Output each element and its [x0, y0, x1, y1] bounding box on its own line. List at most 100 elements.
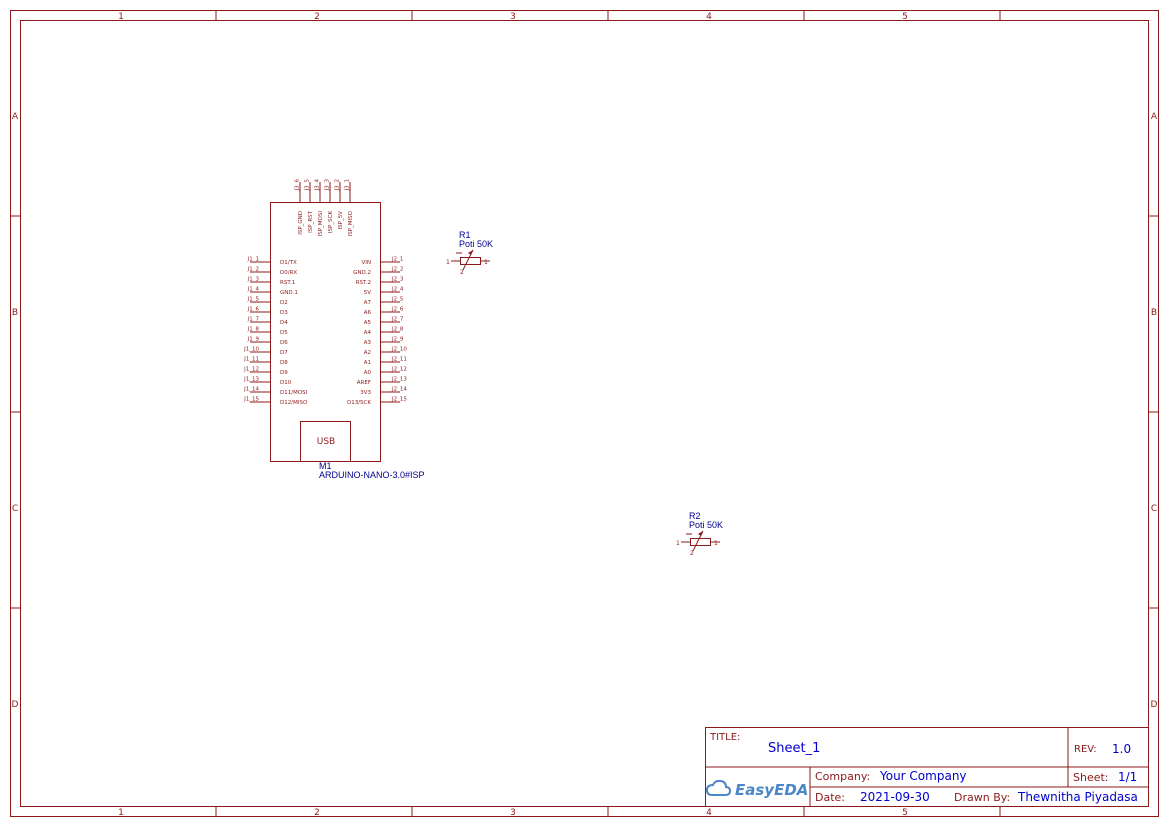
sheet-label: Sheet:	[1073, 771, 1109, 784]
right-pin-name: D13/SCK	[347, 400, 371, 406]
potentiometer-r2[interactable]: R2 Poti 50K 1 1 2	[676, 511, 723, 557]
right-pin-number: J2_11	[391, 357, 407, 363]
left-pin-name: D5	[280, 330, 288, 336]
r2-pin1-label: 1	[676, 540, 680, 547]
sheet-value: 1/1	[1118, 770, 1137, 784]
left-pin-number: J1_7	[247, 317, 260, 323]
left-pin-number: J1_13	[243, 377, 259, 383]
drawn-by-label: Drawn By:	[954, 791, 1010, 804]
right-pin-number: J2_10	[391, 347, 407, 353]
company-value: Your Company	[879, 769, 967, 783]
r2-pin2-label: 1	[714, 540, 718, 547]
right-pin-number: J2_6	[391, 307, 404, 313]
left-pin-number: J1_3	[247, 277, 260, 283]
left-pin-name: RST.1	[280, 280, 295, 286]
row-label-left-a: A	[12, 112, 19, 122]
row-label-right-a: A	[1151, 112, 1158, 122]
right-pin-number: J2_5	[391, 297, 404, 303]
outer-frame	[10, 10, 1159, 817]
right-pin-name: GND.2	[353, 270, 371, 276]
right-pin-number: J2_3	[391, 277, 404, 283]
company-label: Company:	[815, 770, 870, 783]
left-pin-number: J1_9	[247, 337, 260, 343]
left-pin-number: J1_10	[243, 347, 259, 353]
r1-pin3-label: 2	[460, 269, 464, 276]
r2-value: Poti 50K	[689, 520, 723, 530]
drawn-by-value: Thewnitha Piyadasa	[1017, 790, 1138, 804]
title-value: Sheet_1	[768, 741, 820, 756]
left-pin-name: D7	[280, 350, 288, 356]
rev-value: 1.0	[1112, 742, 1131, 756]
usb-connector	[300, 421, 351, 462]
left-pin-number: J1_8	[247, 327, 260, 333]
row-dividers	[11, 215, 1158, 609]
left-pin-name: D8	[280, 360, 288, 366]
top-pin-name: ISP_RST	[308, 210, 314, 232]
right-pin-number: J2_8	[391, 327, 404, 333]
col-label-bottom-4: 4	[706, 808, 712, 818]
left-pin-name: D0/RX	[280, 270, 297, 276]
r1-designator: R1	[459, 230, 471, 240]
col-label-bottom-3: 3	[510, 808, 516, 818]
title-block: TITLE: Sheet_1 REV: 1.0 EasyEDA Company:…	[705, 727, 1149, 807]
col-label-top-2: 2	[314, 12, 320, 22]
easyeda-logo-text: EasyEDA	[735, 781, 808, 799]
right-pin-name: A4	[364, 330, 372, 336]
left-pin-name: D2	[280, 300, 288, 306]
top-pin-number: J3_6	[295, 179, 301, 192]
r1-pin1-label: 1	[446, 259, 450, 266]
left-pin-number: J1_2	[247, 267, 259, 273]
right-pin-number: J2_1	[391, 257, 403, 263]
left-pin-name: D10	[280, 380, 292, 386]
left-pin-number: J1_4	[247, 287, 260, 293]
usb-label: USB	[317, 437, 335, 447]
left-pin-name: D3	[280, 310, 288, 316]
right-pin-number: J2_9	[391, 337, 404, 343]
left-pin-name: D1/TX	[280, 260, 297, 266]
inner-frame	[20, 20, 1149, 807]
left-pin-number: J1_12	[243, 367, 259, 373]
title-block-border	[705, 727, 1149, 807]
top-pin-number: J3_1	[345, 179, 351, 191]
top-pin-number: J3_4	[315, 179, 321, 192]
top-pin-number: J3_2	[335, 179, 341, 191]
arduino-left-pins: J1_1D1/TXJ1_2D0/RXJ1_3RST.1J1_4GND.1J1_5…	[243, 257, 308, 407]
right-pin-name: A5	[364, 320, 372, 326]
col-label-top-3: 3	[510, 12, 516, 22]
right-pin-name: VIN	[362, 260, 372, 266]
right-pin-number: J2_7	[391, 317, 404, 323]
left-pin-name: D12/MISO	[280, 400, 308, 406]
right-pin-name: A0	[364, 370, 372, 376]
top-pin-name: ISP_5V	[338, 211, 344, 230]
right-pin-name: 3V3	[360, 390, 371, 396]
right-pin-number: J2_4	[391, 287, 404, 293]
right-pin-name: A7	[364, 300, 372, 306]
left-pin-number: J1_15	[243, 397, 259, 403]
left-pin-name: D11/MOSI	[280, 390, 308, 396]
col-label-top-5: 5	[902, 12, 908, 22]
r1-pin2-label: 1	[484, 259, 488, 266]
r1-body	[460, 257, 481, 265]
row-label-left-b: B	[12, 308, 18, 318]
potentiometer-r1[interactable]: R1 Poti 50K 1 1 2	[446, 230, 493, 276]
right-pin-name: A6	[364, 310, 372, 316]
top-pin-name: ISP_MOSI	[318, 211, 324, 237]
left-pin-number: J1_11	[243, 357, 259, 363]
col-label-bottom-2: 2	[314, 808, 320, 818]
right-pin-name: 5V	[364, 290, 371, 296]
col-label-bottom-5: 5	[902, 808, 908, 818]
top-pin-name: ISP_GND	[298, 211, 304, 235]
arduino-right-pins: J2_1VINJ2_2GND.2J2_3RST.2J2_45VJ2_5A7J2_…	[347, 257, 407, 407]
right-pin-name: RST.2	[356, 280, 371, 286]
top-pin-number: J3_5	[305, 179, 311, 192]
left-pin-name: D9	[280, 370, 288, 376]
right-pin-number: J2_14	[391, 387, 407, 393]
cloud-icon	[705, 779, 732, 796]
left-pin-number: J1_1	[247, 257, 259, 263]
arduino-part-name: ARDUINO-NANO-3.0#ISP	[319, 470, 425, 480]
title-label: TITLE:	[709, 732, 740, 743]
col-label-top-4: 4	[706, 12, 712, 22]
right-pin-name: AREF	[357, 380, 371, 386]
